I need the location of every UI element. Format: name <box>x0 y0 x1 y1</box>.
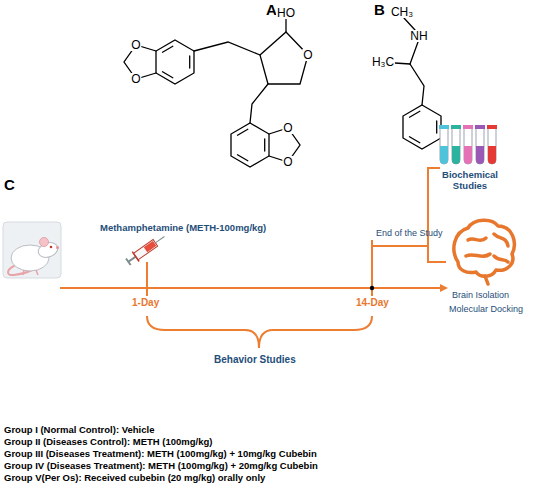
dose-label: Methamphetamine (METH-100mg/kg) <box>100 223 266 234</box>
cubebin-structure <box>163 46 173 52</box>
day-label: 14-Day <box>356 297 389 309</box>
syringe-icon <box>126 258 131 265</box>
test-tubes <box>439 125 497 164</box>
rat-illustration <box>56 246 59 249</box>
period-brace <box>147 316 372 348</box>
timeline <box>428 168 446 262</box>
rat-illustration <box>3 222 61 278</box>
atom-label: O <box>302 49 313 61</box>
timeline <box>372 245 428 247</box>
syringe-icon <box>132 252 139 262</box>
methamphetamine-structure <box>395 63 410 64</box>
test-tubes <box>488 128 496 164</box>
timeline <box>60 168 446 296</box>
cubebin-structure <box>189 56 190 68</box>
cubebin-structure <box>260 32 308 84</box>
methamphetamine-structure <box>410 42 418 64</box>
methamphetamine-structure <box>410 137 420 143</box>
test-tubes <box>463 125 473 129</box>
day-label: 1-Day <box>132 297 159 309</box>
brain-icon <box>454 220 514 276</box>
test-tubes <box>476 128 484 164</box>
test-tubes <box>464 128 472 164</box>
timeline <box>60 287 446 289</box>
brain-icon <box>466 254 490 256</box>
cubebin-structure <box>124 16 308 167</box>
methamphetamine-structure <box>410 111 420 117</box>
brain-icon <box>494 256 508 262</box>
test-tubes <box>487 125 497 129</box>
atom-label: HO <box>276 7 296 19</box>
syringe-icon <box>133 240 157 260</box>
timeline <box>146 262 148 296</box>
test-tubes <box>440 146 448 164</box>
test-tubes <box>488 146 496 164</box>
methamphetamine-structure <box>395 18 441 149</box>
atom-label: O <box>130 73 141 85</box>
brain-icon <box>485 276 488 284</box>
rat-illustration <box>23 270 38 275</box>
test-tubes <box>451 125 461 129</box>
syringe-icon <box>128 257 135 262</box>
rat-illustration <box>40 238 49 247</box>
syringe-icon <box>144 241 156 252</box>
methamphetamine-structure <box>404 18 415 30</box>
cubebin-structure <box>194 42 260 55</box>
group-description: Group II (Diseases Control): METH (100mg… <box>4 437 213 448</box>
analysis-label: Brain Isolation <box>452 290 509 300</box>
group-description: Group IV (Diseases Treatment): METH (100… <box>4 461 318 472</box>
atom-label: CH₃ <box>390 6 414 18</box>
group-description: Group V(Per Os): Received cubebin (20 mg… <box>4 473 265 484</box>
methamphetamine-structure <box>410 64 424 105</box>
atom-label: O <box>282 156 293 168</box>
test-tubes <box>439 125 449 129</box>
panel-letter: B <box>374 1 385 18</box>
atom-label: H₃C <box>371 56 395 68</box>
atom-label: O <box>282 122 293 134</box>
rat-illustration <box>50 246 53 249</box>
rat-illustration <box>3 222 61 278</box>
group-description: Group III (Diseases Treatment): METH (10… <box>4 449 317 460</box>
end-marker <box>370 286 374 290</box>
timepoint-label: End of the Study <box>376 228 443 238</box>
cubebin-structure <box>250 84 268 123</box>
methamphetamine-structure <box>436 121 437 133</box>
test-tubes <box>476 146 484 164</box>
analysis-label: Biochemical Studies <box>430 170 510 192</box>
test-tubes <box>452 128 460 164</box>
atom-label: O <box>130 39 141 51</box>
cubebin-structure <box>238 129 248 135</box>
cubebin-structure <box>156 40 194 84</box>
cubebin-structure <box>264 139 265 151</box>
cubebin-structure <box>163 72 173 78</box>
cubebin-structure <box>231 123 269 167</box>
test-tubes <box>464 146 472 164</box>
syringe-icon <box>155 237 164 243</box>
test-tubes <box>475 125 485 129</box>
brain-icon <box>454 220 514 284</box>
brain-icon <box>494 234 508 246</box>
atom-label: NH <box>409 30 428 42</box>
group-description: Group I (Normal Control): Vehicle <box>4 425 154 436</box>
test-tubes <box>440 128 448 164</box>
brain-icon <box>468 238 486 240</box>
syringe-icon <box>125 232 168 267</box>
methamphetamine-structure <box>403 105 441 149</box>
period-label: Behavior Studies <box>214 354 296 366</box>
test-tubes <box>452 146 460 164</box>
analysis-label: Molecular Docking <box>436 304 536 314</box>
cubebin-structure <box>238 155 248 161</box>
test-tubes <box>440 128 496 164</box>
panel-letter: C <box>4 176 15 193</box>
